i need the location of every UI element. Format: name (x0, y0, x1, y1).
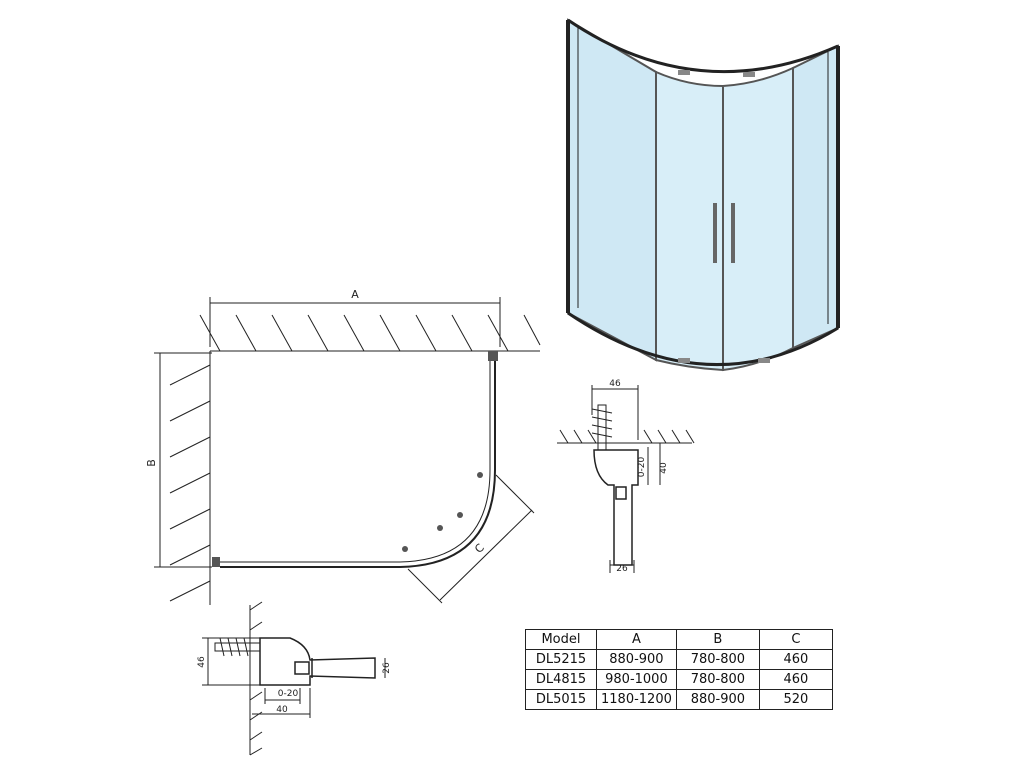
table-row: DL5215 880-900 780-800 460 (525, 649, 833, 670)
profile-top-dim-bottom: 26 (609, 560, 635, 574)
top-profile-detail: 46 40 0-20 26 (557, 379, 695, 574)
profile-bottom-section (259, 637, 376, 686)
header-model: Model (525, 629, 597, 650)
profile-bottom-screw (214, 637, 261, 657)
plan-view-drawing: A B C (145, 288, 541, 605)
dimension-c: C (407, 474, 535, 604)
enclosure-glass-panels (566, 18, 840, 372)
dimension-b: B (145, 352, 212, 568)
profile-top-section (593, 449, 639, 566)
profile-top-dim-adjust: 0-20 (637, 447, 649, 485)
dimension-b-label: B (145, 459, 158, 467)
cell-a: 980-1000 (596, 669, 677, 690)
enclosure-door-handles (713, 203, 735, 263)
profile-bottom-dim-adjust: 0-20 (264, 688, 301, 704)
profile-top-adjust-label: 0-20 (637, 457, 647, 478)
profile-top-bottom-label: 26 (616, 564, 628, 574)
profile-bottom-dim-height: 46 (197, 637, 260, 686)
profile-bottom-dim-right: 26 (382, 658, 392, 678)
cell-model: DL4815 (525, 669, 597, 690)
enclosure-rollers (678, 70, 770, 363)
plan-fittings (212, 351, 498, 567)
spec-table: Model A B C DL5215 880-900 780-800 460 D… (525, 629, 833, 710)
top-wall-hatch (199, 314, 541, 352)
cell-b: 780-800 (675, 649, 760, 670)
shower-enclosure-illustration (566, 18, 840, 372)
header-b: B (675, 629, 760, 650)
cell-model: DL5015 (525, 689, 597, 710)
profile-bottom-adjust-label: 0-20 (278, 689, 299, 699)
profile-top-dim-depth: 40 (659, 443, 669, 485)
profile-top-depth-label: 40 (659, 462, 669, 474)
enclosure-plan-outline (220, 357, 496, 568)
cell-b: 880-900 (675, 689, 760, 710)
dimension-a-label: A (351, 288, 359, 301)
table-row: DL4815 980-1000 780-800 460 (525, 669, 833, 690)
cell-c: 460 (758, 669, 833, 690)
profile-top-width-label: 46 (609, 379, 621, 389)
cell-c: 460 (758, 649, 833, 670)
left-wall-hatch (169, 351, 211, 605)
profile-bottom-right-label: 26 (382, 662, 392, 674)
profile-bottom-height-label: 46 (197, 656, 207, 668)
profile-bottom-wall (249, 601, 263, 756)
profile-bottom-dim-width: 40 (252, 688, 311, 718)
profile-top-dim-width: 46 (591, 379, 639, 440)
header-c: C (758, 629, 833, 650)
cell-model: DL5215 (525, 649, 597, 670)
bottom-profile-detail: 46 26 0-20 40 (197, 601, 392, 756)
cell-a: 1180-1200 (596, 689, 677, 710)
profile-top-wall (557, 429, 695, 444)
dimension-a: A (209, 288, 501, 347)
table-row: DL5015 1180-1200 880-900 520 (525, 689, 833, 710)
cell-c: 520 (758, 689, 833, 710)
cell-b: 780-800 (675, 669, 760, 690)
dimension-c-label: C (472, 541, 487, 556)
profile-bottom-width-label: 40 (276, 705, 288, 715)
spec-table-header-row: Model A B C (525, 629, 833, 650)
header-a: A (596, 629, 677, 650)
cell-a: 880-900 (596, 649, 677, 670)
